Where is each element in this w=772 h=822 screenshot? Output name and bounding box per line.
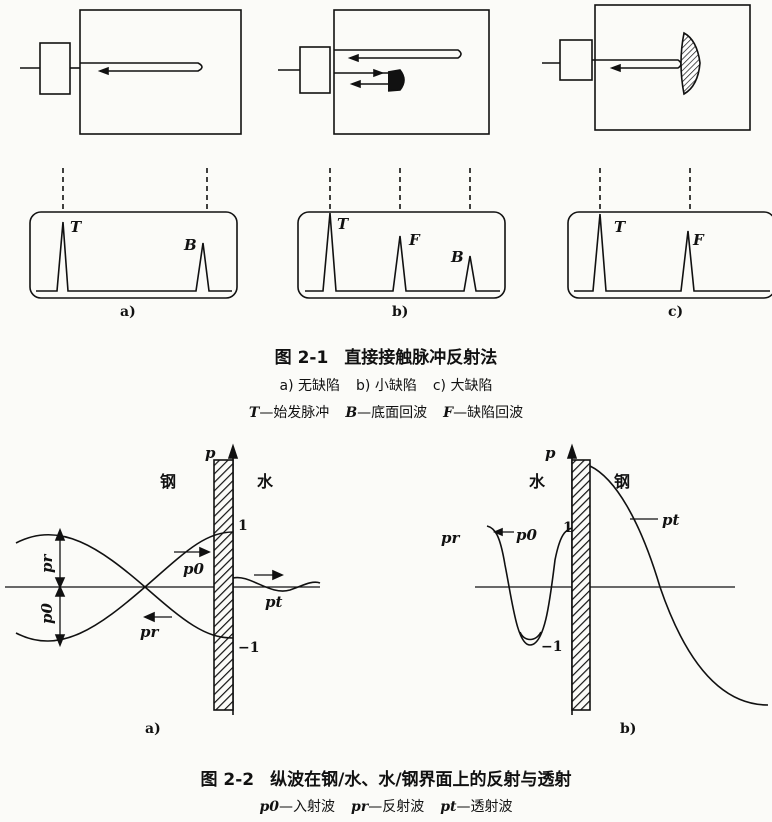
panel-label: b): [392, 304, 408, 320]
pr-amplitude-label: pr: [38, 554, 56, 573]
fig1-panel-c-specimen: [542, 4, 751, 131]
legend-symbol: T: [248, 405, 260, 421]
tick-label-pos: 1: [563, 520, 573, 536]
axis-label-p: p: [545, 444, 556, 462]
figure-2-1-caption: 图 2-1 直接接触脉冲反射法: [0, 343, 772, 368]
medium-label-steel: 钢: [160, 472, 176, 491]
reflected-wave-pr: [15, 531, 234, 642]
legend-symbol: pt: [440, 799, 457, 815]
fig2-panel-b: [475, 443, 769, 715]
arrow-head: [97, 66, 109, 76]
legend-symbol: pr: [351, 799, 369, 815]
legend-text: —反射波: [368, 799, 425, 815]
figure-title: 直接接触脉冲反射法: [344, 348, 498, 368]
interface-wall: [213, 459, 234, 711]
fig1-panel-b-specimen: [278, 9, 490, 135]
projection-lines: [62, 168, 691, 212]
transducer: [299, 46, 331, 94]
fig1-panel-c-ascan: [567, 211, 772, 299]
screen: [29, 211, 238, 299]
specimen-block: [79, 9, 242, 135]
specimen-block: [333, 9, 490, 135]
panel-label: b): [620, 721, 636, 737]
axis-label-p: p: [205, 444, 216, 462]
ascan-trace: [36, 221, 232, 292]
sound-path: [80, 62, 203, 72]
panel-label: a): [120, 304, 136, 320]
small-flaw: [387, 69, 405, 92]
screen: [567, 211, 772, 299]
large-flaw: [680, 31, 701, 96]
tick-label-neg: −1: [541, 639, 562, 655]
fig1-panel-a-ascan: [29, 211, 238, 299]
incident-reflected-wave: [486, 525, 573, 646]
medium-label-steel: 钢: [614, 472, 630, 491]
transducer: [39, 42, 71, 95]
pt-label: pt: [265, 593, 282, 611]
figure-2-2-legend: p0—入射波 pr—反射波 pt—透射波: [0, 796, 772, 816]
subcaption-a: a) 无缺陷: [279, 378, 341, 394]
interface-wall: [571, 459, 591, 711]
figure-2-2-caption: 图 2-2 纵波在钢/水、水/钢界面上的反射与透射: [0, 765, 772, 790]
echo-label-f: F: [692, 231, 705, 249]
echo-label-b: B: [183, 236, 197, 254]
figure-title: 纵波在钢/水、水/钢界面上的反射与透射: [270, 770, 572, 790]
pt-label: pt: [662, 511, 679, 529]
medium-label-water: 水: [257, 472, 274, 491]
axis-arrow: [566, 443, 578, 459]
legend-symbol: F: [443, 405, 454, 421]
echo-label-t: T: [70, 218, 83, 236]
sound-path-flaw: [334, 72, 396, 85]
transducer: [559, 39, 593, 81]
fig2-panel-a: [5, 443, 321, 715]
panel-label: c): [668, 304, 683, 320]
subcaption-c: c) 大缺陷: [432, 378, 493, 394]
p0-amplitude-label: p0: [38, 603, 56, 624]
medium-label-water: 水: [529, 472, 546, 491]
transmitted-wave-pt: [232, 576, 321, 592]
screen: [297, 211, 506, 299]
axis-arrow: [227, 443, 239, 459]
wave-trough: [519, 631, 542, 641]
legend-text: —始发脉冲: [259, 405, 330, 421]
legend-text: —入射波: [279, 799, 336, 815]
pr-label: pr: [441, 529, 460, 547]
echo-label-f: F: [408, 231, 421, 249]
subcaption-b: b) 小缺陷: [356, 378, 417, 394]
echo-label-t: T: [337, 215, 350, 233]
figure-2-1-subcaption: a) 无缺陷 b) 小缺陷 c) 大缺陷: [0, 375, 772, 395]
p0-arrow-label: p0: [183, 560, 204, 578]
ascan-trace: [574, 213, 770, 292]
p0-label: p0: [516, 526, 537, 544]
transmitted-wave-pt: [589, 465, 769, 706]
pr-arrow-label: pr: [140, 623, 159, 641]
ascan-trace: [305, 212, 500, 292]
tick-label-neg: −1: [238, 640, 259, 656]
specimen-block: [594, 4, 751, 131]
figure-2-1-legend: T—始发脉冲 B—底面回波 F—缺陷回波: [0, 402, 772, 422]
legend-text: —底面回波: [357, 405, 428, 421]
legend-symbol: p0: [259, 799, 280, 815]
fig1-panel-b-ascan: [297, 211, 506, 299]
echo-label-b: B: [450, 248, 464, 266]
figure-number: 图 2-2: [200, 770, 255, 790]
legend-text: —透射波: [456, 799, 513, 815]
figure-number: 图 2-1: [274, 348, 329, 368]
legend-symbol: B: [345, 405, 358, 421]
tick-label-pos: 1: [238, 518, 248, 534]
panel-label: a): [145, 721, 161, 737]
sound-path: [592, 59, 682, 69]
fig1-panel-a-specimen: [20, 9, 242, 135]
echo-label-t: T: [614, 218, 627, 236]
legend-text: —缺陷回波: [453, 405, 524, 421]
sound-path-back: [334, 49, 462, 59]
